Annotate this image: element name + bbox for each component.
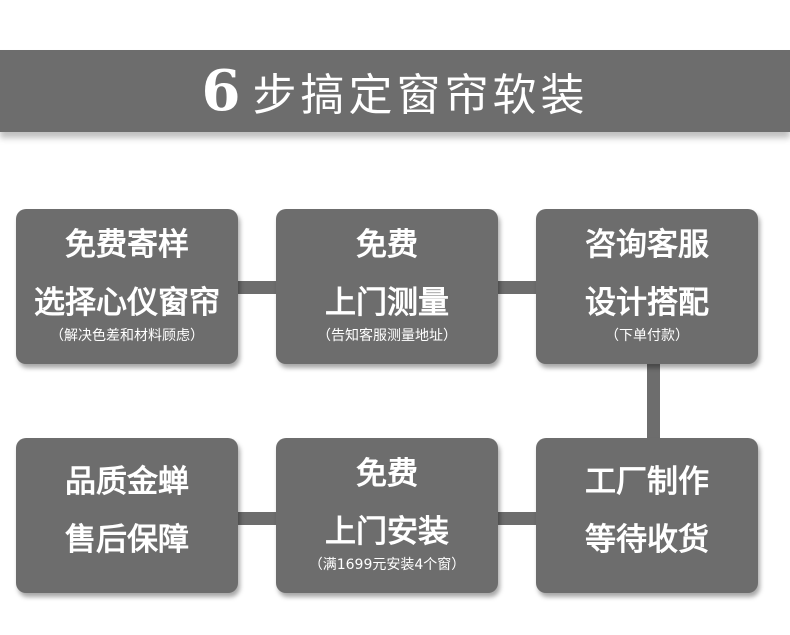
step-title: 免费寄样 (65, 227, 189, 263)
step-card-measure: 免费 上门测量 （告知客服测量地址） (276, 209, 498, 364)
step-subtitle: 等待收货 (585, 522, 709, 558)
step-subtitle: 设计搭配 (585, 285, 709, 321)
step-card-after-sales: 品质金蝉 售后保障 (16, 438, 238, 593)
step-title: 工厂制作 (585, 464, 709, 500)
step-note: （下单付款） (605, 328, 689, 344)
step-subtitle: 上门测量 (325, 285, 449, 321)
step-note: （解决色差和材料顾虑） (50, 328, 204, 344)
connector-4-5 (496, 512, 540, 525)
step-card-free-sample: 免费寄样 选择心仪窗帘 （解决色差和材料顾虑） (16, 209, 238, 364)
step-title: 免费 (356, 227, 418, 263)
step-title: 免费 (356, 456, 418, 492)
step-card-install: 免费 上门安装 （满1699元安装4个窗） (276, 438, 498, 593)
step-card-factory: 工厂制作 等待收货 (536, 438, 758, 593)
connector-5-6 (236, 512, 280, 525)
connector-3-4 (647, 362, 660, 442)
step-title: 品质金蝉 (65, 464, 189, 500)
page-title: 6 步搞定窗帘软装 (0, 50, 790, 132)
connector-1-2 (236, 281, 280, 294)
step-note: （满1699元安装4个窗） (308, 557, 466, 573)
header-banner: 6 步搞定窗帘软装 (0, 50, 790, 132)
step-subtitle: 上门安装 (325, 514, 449, 550)
step-title: 咨询客服 (585, 227, 709, 263)
title-text: 步搞定窗帘软装 (252, 70, 589, 121)
step-subtitle: 售后保障 (65, 522, 189, 558)
connector-2-3 (496, 281, 540, 294)
step-count: 6 (201, 58, 245, 124)
step-subtitle: 选择心仪窗帘 (34, 285, 220, 321)
step-note: （告知客服测量地址） (317, 328, 457, 344)
step-card-consult: 咨询客服 设计搭配 （下单付款） (536, 209, 758, 364)
